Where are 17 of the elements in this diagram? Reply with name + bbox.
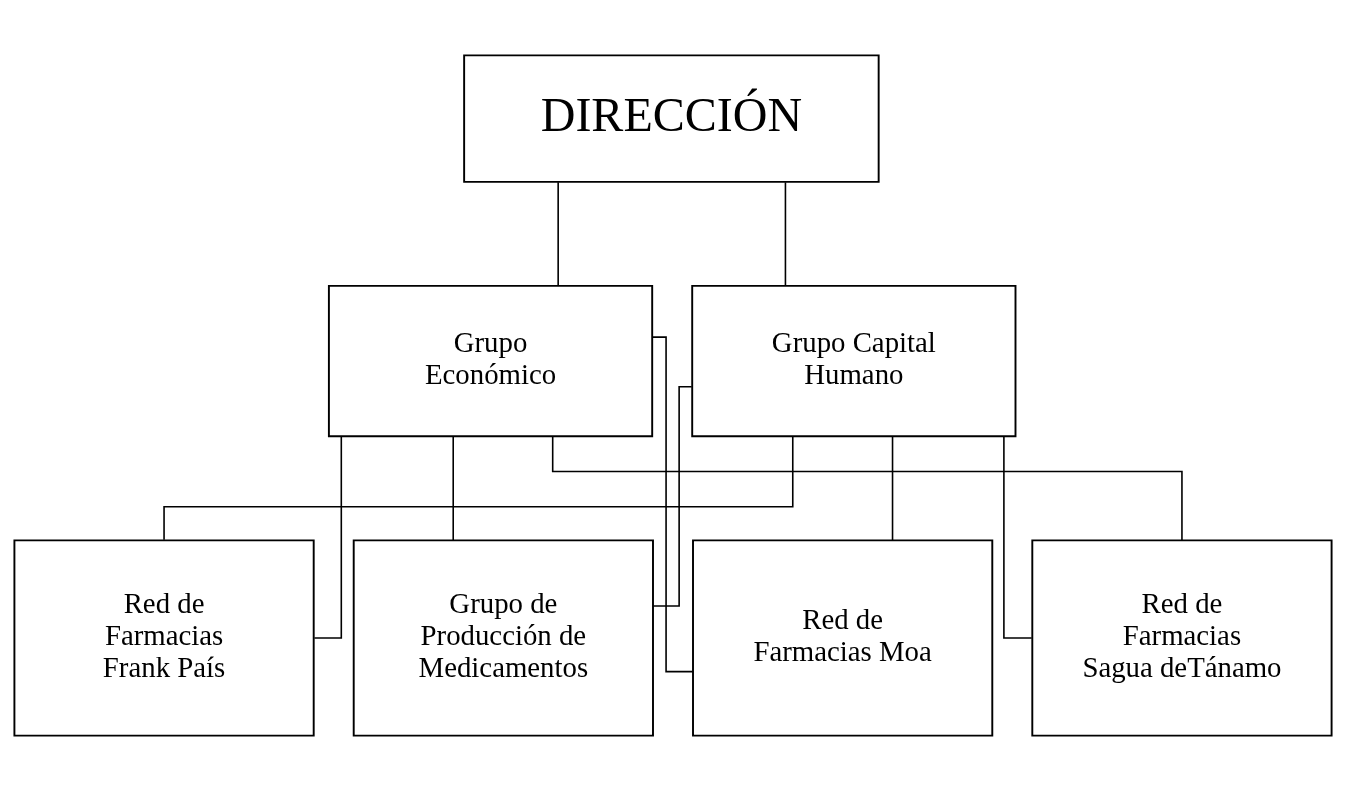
node-box: Grupo de Producción de Medicamentos [352,539,654,737]
connector [557,181,559,287]
connector [163,435,794,541]
connector [551,435,1183,541]
node-box: DIRECCIÓN [463,54,880,183]
connector [651,336,694,673]
connector [784,181,787,287]
node-box: Red de Farmacias Frank País [13,539,315,737]
node-box: Grupo Económico [327,284,654,438]
connector [652,385,693,607]
node-box: Grupo Capital Humano [691,284,1017,438]
node-box: Red de Farmacias Sagua deTánamo [1031,539,1333,737]
connector [891,435,894,541]
connector [1003,435,1033,639]
connector [313,435,343,639]
connector [452,435,454,541]
node-box: Red de Farmacias Moa [692,539,994,737]
